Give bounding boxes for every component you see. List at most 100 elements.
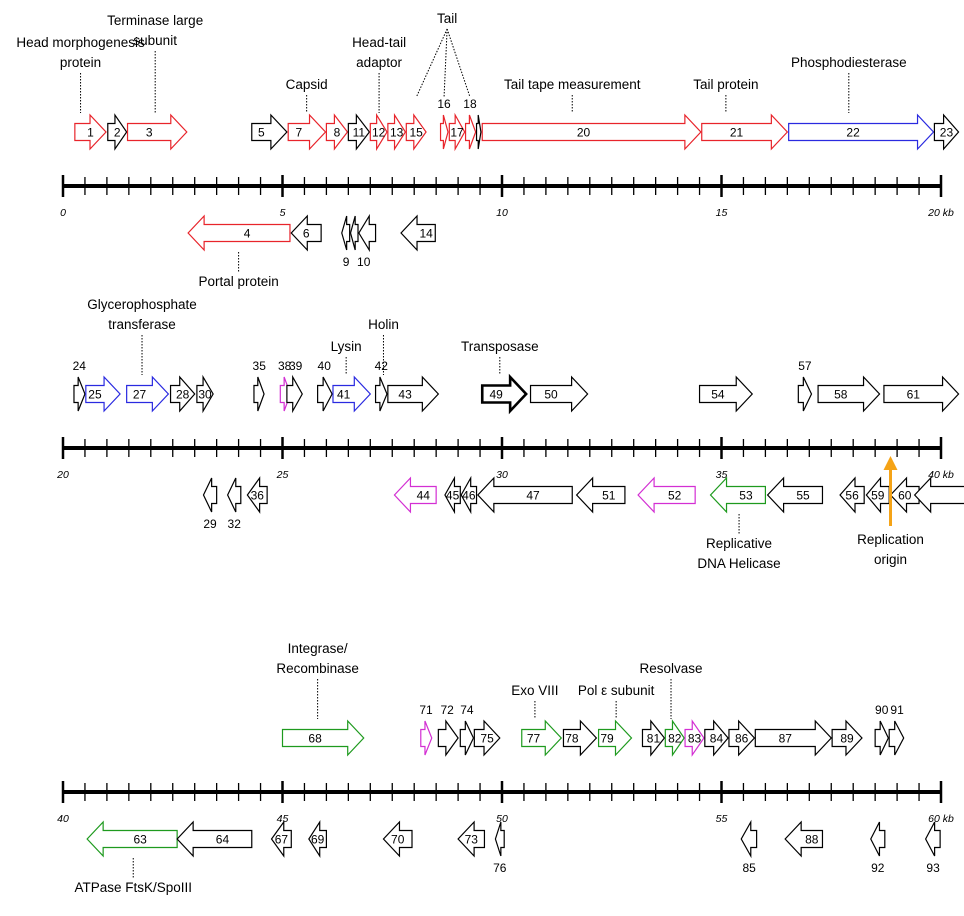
gene-number: 55 xyxy=(796,489,810,503)
annotation-label: Glycerophosphate xyxy=(87,297,197,312)
gene-number: 53 xyxy=(739,489,753,503)
axis-label: 40 kb xyxy=(928,469,954,481)
gene-number: 83 xyxy=(688,732,702,746)
gene-arrow xyxy=(86,820,178,858)
gene-number: 54 xyxy=(711,388,725,402)
gene-arrow xyxy=(290,214,322,252)
gene-arrow xyxy=(839,476,865,514)
gene-number: 44 xyxy=(417,489,431,503)
gene-arrow xyxy=(924,821,941,857)
gene-arrow xyxy=(393,476,437,514)
gene-arrow xyxy=(701,113,789,151)
gene-arrow xyxy=(74,113,107,151)
gene-arrow xyxy=(176,820,253,858)
gene-number: 43 xyxy=(398,388,412,402)
gene-number: 60 xyxy=(898,489,912,503)
leader-line xyxy=(415,28,448,98)
gene-number: 21 xyxy=(730,126,744,140)
annotation-label: Portal protein xyxy=(198,274,278,289)
annotation-label: adaptor xyxy=(356,55,402,70)
axis-label: 20 xyxy=(56,469,69,481)
gene-number: 49 xyxy=(490,388,504,402)
annotation-label: DNA Helicase xyxy=(697,556,780,571)
gene-arrow xyxy=(286,374,303,414)
gene-arrow xyxy=(704,719,729,757)
gene-number: 82 xyxy=(668,732,682,746)
gene-arrow xyxy=(107,113,128,151)
annotation-label: Head-tail xyxy=(352,35,406,50)
axis-label: 55 xyxy=(716,813,728,825)
gene-number: 58 xyxy=(834,388,848,402)
axis-label: 45 xyxy=(277,813,289,825)
gene-arrow xyxy=(575,476,626,514)
gene-arrow xyxy=(709,476,767,514)
axis-label: 0 xyxy=(60,207,66,219)
gene-arrow xyxy=(494,821,505,857)
gene-arrow xyxy=(597,719,633,757)
gene-arrow xyxy=(444,475,461,515)
gene-number: 15 xyxy=(409,126,423,140)
gene-number-external: 9 xyxy=(343,255,350,269)
gene-arrow xyxy=(202,477,218,513)
gene-arrow xyxy=(913,476,964,514)
gene-arrow xyxy=(480,373,528,415)
annotation-label: Tail xyxy=(437,11,457,26)
gene-number: 4 xyxy=(244,227,251,241)
gene-arrow xyxy=(382,820,413,858)
gene-arrow xyxy=(784,820,824,858)
gene-arrow xyxy=(481,113,702,151)
gene-arrow xyxy=(637,476,696,514)
gene-number: 50 xyxy=(544,388,558,402)
gene-arrow xyxy=(865,476,890,514)
gene-number: 77 xyxy=(527,732,541,746)
gene-number-external: 90 xyxy=(875,703,889,717)
gene-arrow xyxy=(226,477,242,513)
gene-number: 56 xyxy=(845,489,859,503)
gene-number: 11 xyxy=(353,126,366,140)
annotation-label: Exo VIII xyxy=(511,683,558,698)
gene-number-external: 38 xyxy=(278,359,292,373)
gene-arrow xyxy=(387,375,440,413)
axis-label: 10 xyxy=(496,207,508,219)
gene-arrow xyxy=(308,819,327,859)
gene-arrow xyxy=(477,476,573,514)
annotation-label: Capsid xyxy=(286,77,328,92)
gene-number-external: 32 xyxy=(228,517,242,531)
gene-arrow xyxy=(439,114,449,150)
gene-number-external: 29 xyxy=(203,517,217,531)
gene-arrow xyxy=(126,375,170,413)
axis-label: 50 xyxy=(496,813,508,825)
gene-arrow xyxy=(754,719,833,757)
gene-number: 69 xyxy=(311,833,325,847)
gene-number: 61 xyxy=(907,388,921,402)
axis-label: 15 xyxy=(716,207,728,219)
axis-label: 25 xyxy=(276,469,289,481)
gene-arrow xyxy=(246,476,268,514)
gene-arrow xyxy=(766,476,824,514)
gene-number-external: 24 xyxy=(73,359,87,373)
gene-arrow xyxy=(788,113,935,151)
gene-number: 23 xyxy=(940,126,954,140)
gene-number: 68 xyxy=(308,732,322,746)
gene-number: 59 xyxy=(871,489,885,503)
gene-number-external: 35 xyxy=(253,359,267,373)
gene-arrow xyxy=(251,113,288,151)
annotation-label: Holin xyxy=(368,317,399,332)
gene-arrow xyxy=(126,113,188,151)
axis-label: 40 xyxy=(57,813,69,825)
annotation-label: Replicative xyxy=(706,536,772,551)
gene-arrow xyxy=(457,820,486,858)
gene-arrow xyxy=(475,114,482,150)
annotation-label: transferase xyxy=(108,317,176,332)
gene-arrow xyxy=(349,215,359,251)
gene-number: 88 xyxy=(805,833,819,847)
annotation-label: Transposase xyxy=(461,339,539,354)
gene-number-external: 85 xyxy=(742,861,756,875)
gene-arrow xyxy=(883,375,960,413)
gene-number: 84 xyxy=(710,732,724,746)
gene-arrow xyxy=(317,376,333,412)
axis-label: 30 xyxy=(496,469,508,481)
